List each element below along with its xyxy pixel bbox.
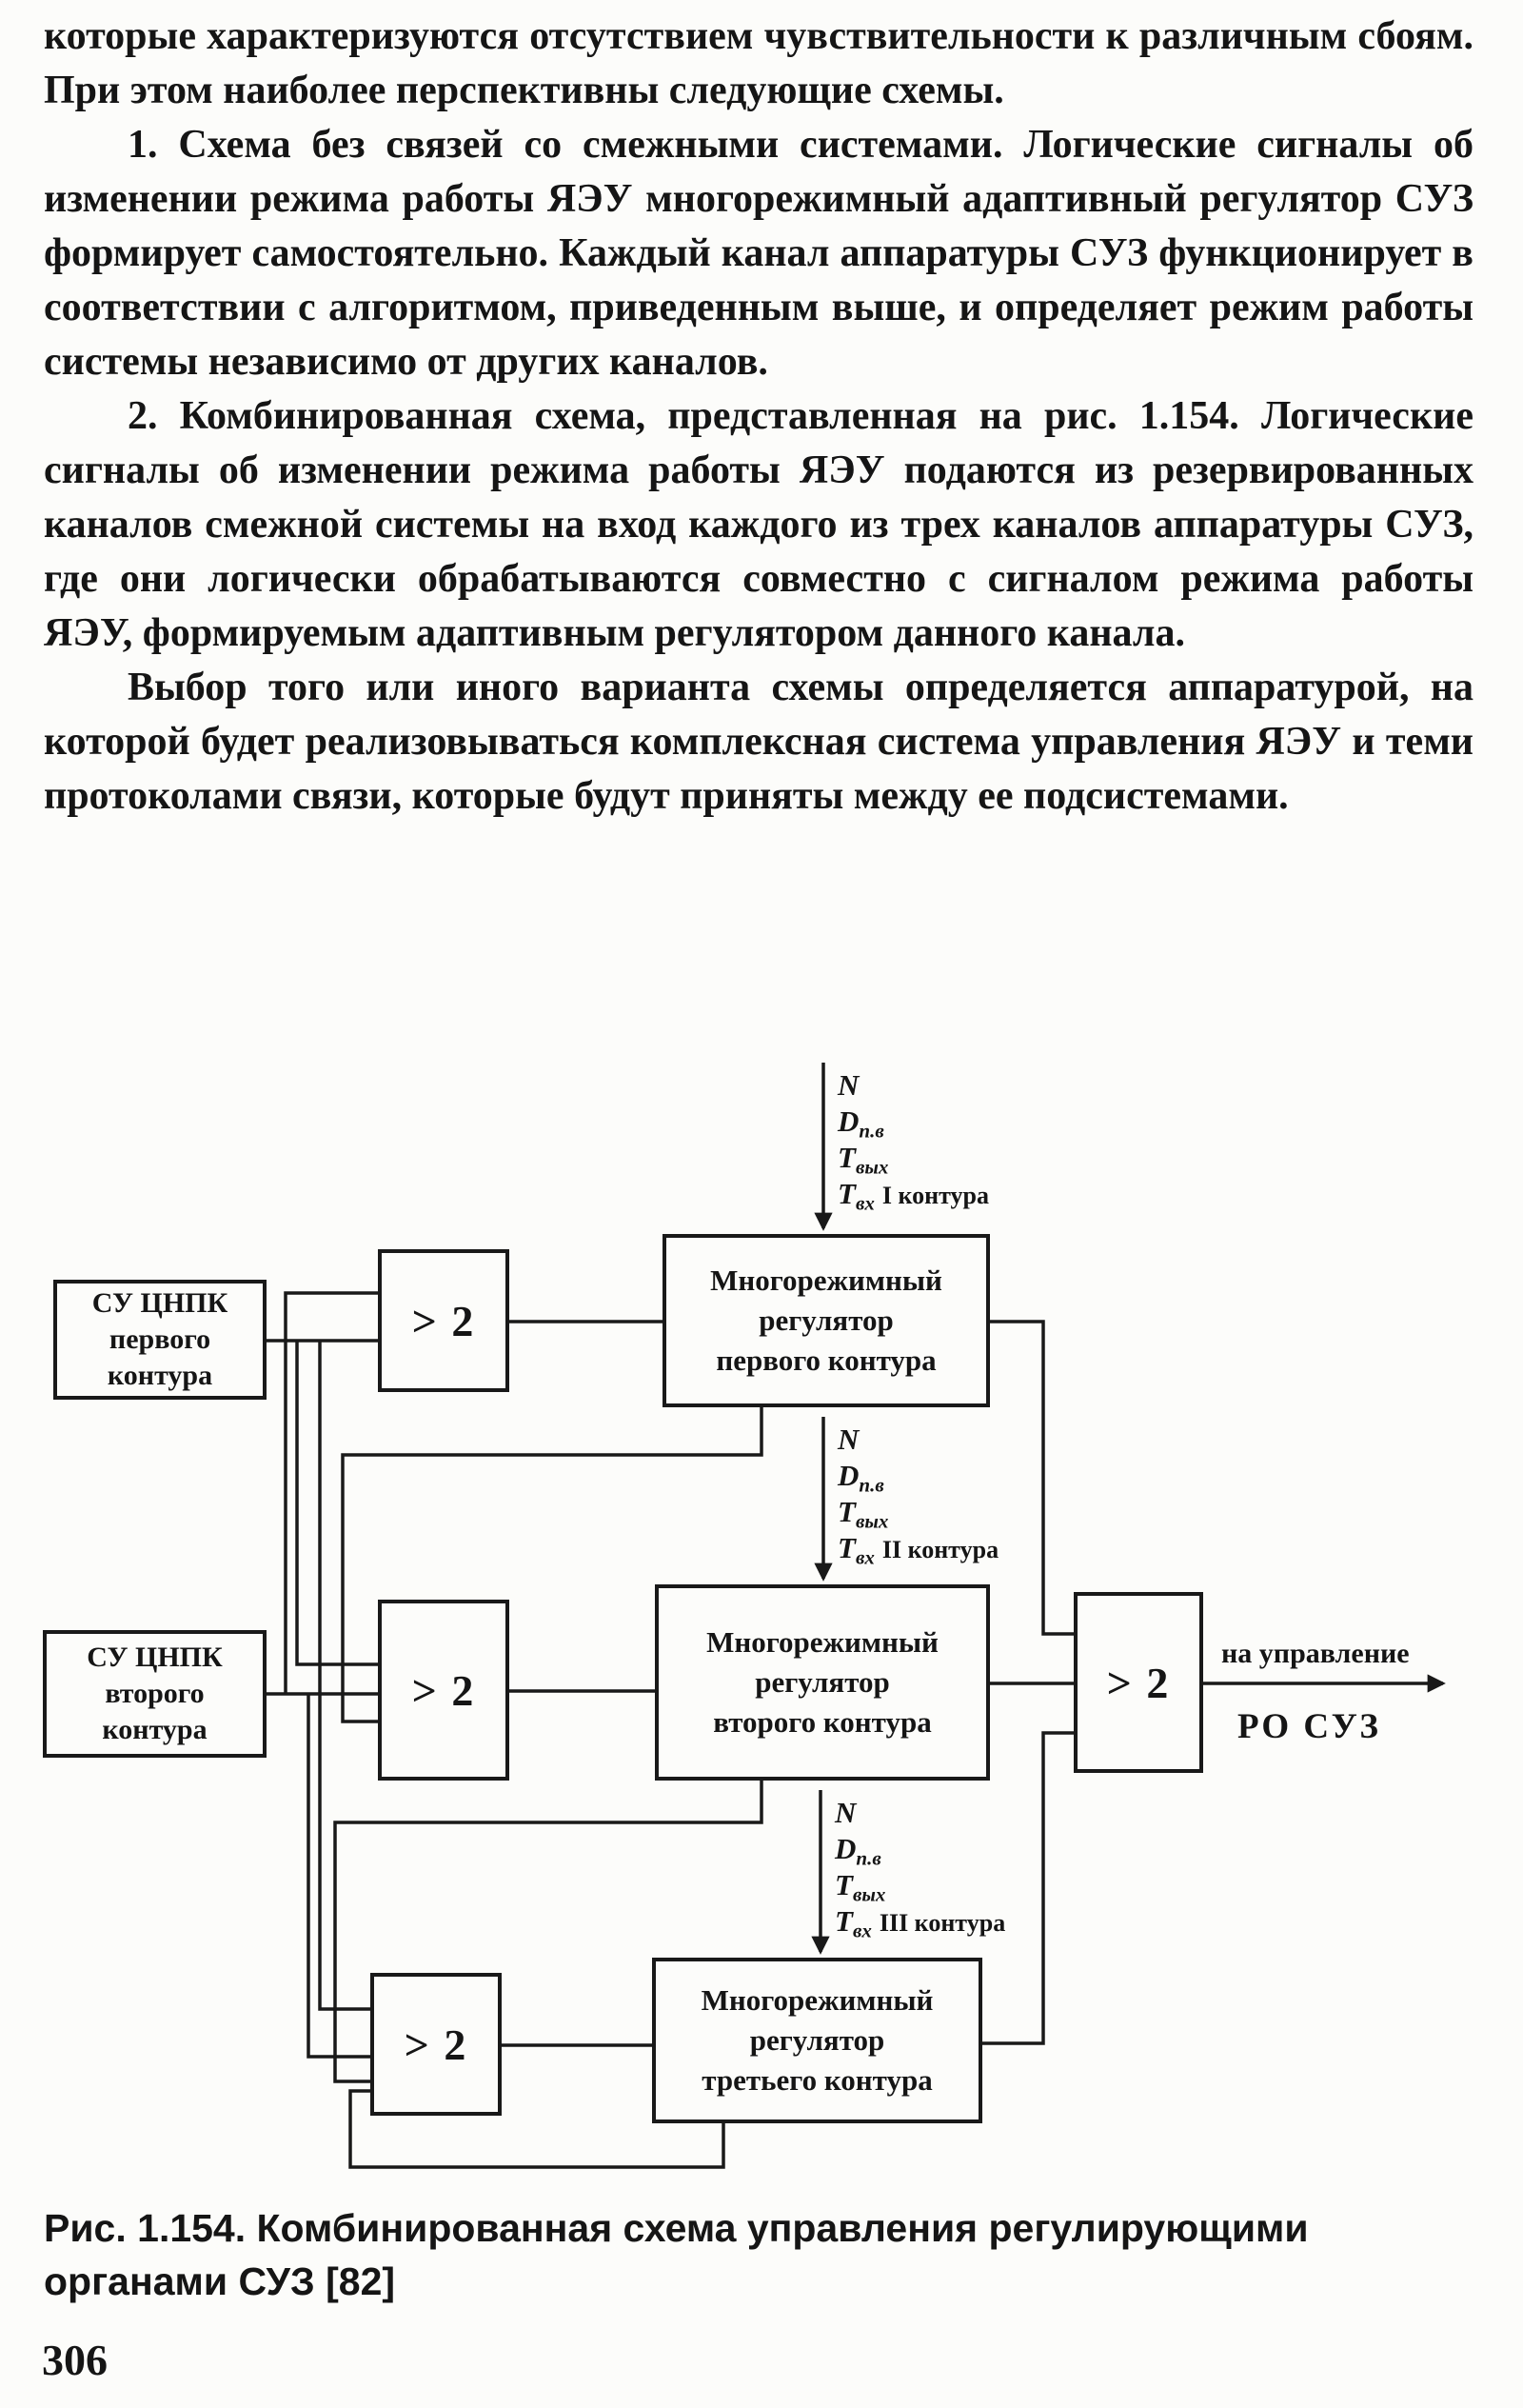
signal-dpv: Dп.в <box>835 1832 881 1870</box>
regulator-1: Многорежимный регулятор первого контура <box>663 1234 990 1407</box>
box-label: контура <box>102 1714 208 1745</box>
paragraph: 2. Комбинированная схема, представленная… <box>44 394 1474 655</box>
box-label: первого контура <box>716 1343 937 1377</box>
signal-dpv: Dп.в <box>838 1459 884 1497</box>
body-text: которые характеризуются отсутствием чувс… <box>44 10 1474 824</box>
box-label: первого <box>109 1323 211 1355</box>
box-su-cnpk-2: СУ ЦНПК второго контура <box>43 1630 267 1758</box>
paragraph: 1. Схема без связей со смежными системам… <box>44 123 1474 384</box>
signal-tout: Tвых <box>838 1495 889 1533</box>
signal-dpv: Dп.в <box>838 1104 884 1143</box>
diagram-lines <box>267 1063 1446 2169</box>
regulator-3: Многорежимный регулятор третьего контура <box>652 1958 982 2123</box>
signal-tout: Tвых <box>835 1868 886 1906</box>
box-label: Многорежимный <box>701 1983 934 2017</box>
signal-n: N <box>838 1423 860 1456</box>
voter-2: > 2 <box>378 1600 509 1781</box>
output-label-line1: на управление <box>1221 1638 1410 1669</box>
box-label: регулятор <box>749 2023 885 2057</box>
regulator-2: Многорежимный регулятор второго контура <box>655 1584 990 1781</box>
signal-n: N <box>835 1796 857 1829</box>
box-su-cnpk-1: СУ ЦНПК первого контура <box>53 1280 267 1400</box>
voter-label: > 2 <box>1106 1658 1171 1707</box>
voter-output: > 2 <box>1074 1592 1203 1773</box>
box-label: контура <box>107 1360 213 1391</box>
box-label: регулятор <box>759 1304 894 1337</box>
box-label: второго <box>105 1678 205 1709</box>
box-label: регулятор <box>755 1665 890 1699</box>
box-label: Многорежимный <box>710 1264 942 1297</box>
voter-label: > 2 <box>411 1665 476 1715</box>
box-label: третьего контура <box>702 2063 933 2097</box>
paragraph: которые характеризуются отсутствием чувс… <box>44 14 1474 112</box>
output-label-line2: РО СУЗ <box>1237 1707 1381 1746</box>
voter-3: > 2 <box>370 1973 502 2116</box>
box-label: СУ ЦНПК <box>91 1287 228 1319</box>
paragraph: Выбор того или иного варианта схемы опре… <box>44 666 1474 818</box>
box-label: Многорежимный <box>706 1625 939 1659</box>
box-label: СУ ЦНПК <box>87 1642 223 1673</box>
signal-tout: Tвых <box>838 1141 889 1179</box>
box-label: второго контура <box>713 1705 932 1739</box>
page-number: 306 <box>42 2336 108 2384</box>
voter-1: > 2 <box>378 1249 509 1392</box>
voter-label: > 2 <box>404 2020 468 2069</box>
signal-n: N <box>838 1068 860 1102</box>
figure-caption: Рис. 1.154. Комбинированная схема управл… <box>44 2206 1309 2303</box>
voter-label: > 2 <box>411 1296 476 1345</box>
